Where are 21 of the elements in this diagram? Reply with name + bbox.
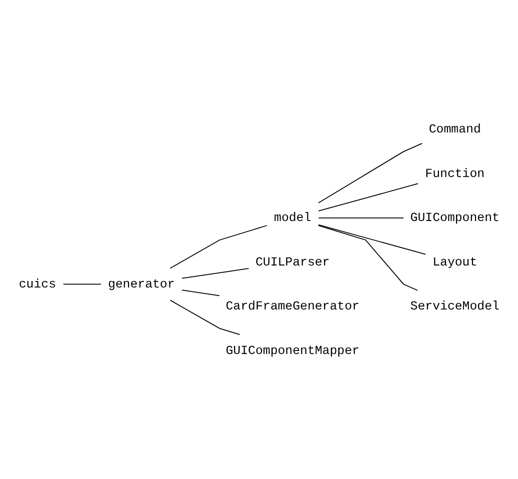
connector xyxy=(181,289,220,296)
connector xyxy=(181,268,250,278)
node-text: Function xyxy=(425,166,485,180)
connector xyxy=(318,142,423,203)
node-text: generator xyxy=(108,276,175,291)
connector xyxy=(318,224,418,290)
connector xyxy=(170,224,268,268)
node-text: cuics xyxy=(18,276,56,291)
connector xyxy=(318,182,419,211)
node-text: Command xyxy=(428,122,481,136)
node-text: GUIComponent xyxy=(410,210,500,225)
node-text: CardFrameGenerator xyxy=(226,299,360,314)
connector xyxy=(170,299,240,335)
node-text: Layout xyxy=(432,254,478,269)
connector xyxy=(62,283,102,284)
connector xyxy=(318,216,404,218)
node-text: CUILParser xyxy=(255,254,330,269)
node-text: model xyxy=(274,210,312,225)
connector xyxy=(318,224,426,254)
node-text: GUIComponentMapper xyxy=(226,343,360,358)
node-text: ServiceModel xyxy=(410,299,500,314)
